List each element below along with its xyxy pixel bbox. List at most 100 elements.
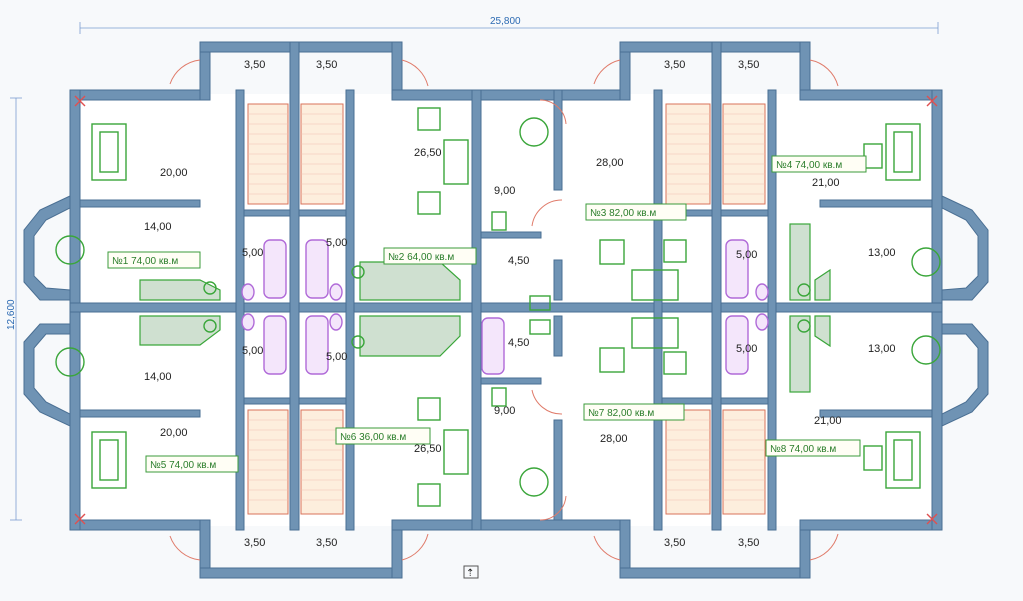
door-swing (169, 59, 201, 85)
apartment-label: №3 82,00 кв.м (590, 208, 656, 219)
sink-icon (203, 281, 217, 295)
door-swing (809, 533, 839, 561)
armchair-icon (417, 191, 441, 215)
armchair-icon (599, 239, 625, 265)
sofa-icon (91, 431, 127, 489)
room-area-label: 5,00 (736, 249, 757, 261)
porch-area-label: 3,50 (244, 537, 265, 549)
sofa-icon (893, 131, 913, 173)
sink-icon (351, 265, 365, 279)
overall-height-label: 12,600 (6, 299, 17, 330)
sink-icon (351, 335, 365, 349)
bathtub-icon (263, 315, 287, 375)
apartment-label: №5 74,00 кв.м (150, 460, 216, 471)
porch-area-label: 3,50 (316, 59, 337, 71)
apartment-label: №6 36,00 кв.м (340, 432, 406, 443)
room-area-label: 20,00 (160, 427, 188, 439)
bathroom-fixtures (241, 239, 769, 375)
door-swing (401, 59, 429, 87)
porch-area-label: 3,50 (738, 59, 759, 71)
armchair-icon (417, 397, 441, 421)
sofa-icon (91, 123, 127, 181)
porch-labels: 3,50 3,50 3,50 3,50 3,50 3,50 3,50 3,50 (244, 59, 759, 549)
room-area-label: 4,50 (508, 255, 529, 267)
door-swing (531, 199, 563, 227)
dining-table-icon (55, 347, 85, 377)
toilet-icon (241, 283, 255, 301)
hall-furniture (139, 223, 831, 393)
door-swing (539, 99, 567, 125)
room-area-label: 26,50 (414, 147, 442, 159)
interior-walls (69, 41, 943, 531)
sofa-icon (885, 123, 921, 181)
bathtub-icon (725, 239, 749, 299)
armchair-icon (599, 347, 625, 373)
overall-height-dimension: 12,600 (6, 97, 22, 521)
door-swing (593, 59, 621, 85)
bathtub-icon (305, 239, 329, 299)
room-area-label: 20,00 (160, 167, 188, 179)
porch-area-label: 3,50 (664, 537, 685, 549)
staircase (722, 409, 766, 515)
sofa-icon (885, 431, 921, 489)
room-area-label: 28,00 (600, 433, 628, 445)
overall-width-label: 25,800 (490, 16, 521, 27)
sofa-icon (893, 439, 913, 481)
toilet-icon (755, 283, 769, 301)
dining-table-icon (55, 235, 85, 265)
room-area-label: 14,00 (144, 371, 172, 383)
porch-area-label: 3,50 (664, 59, 685, 71)
door-swing (401, 533, 429, 561)
bathtub-icon (305, 315, 329, 375)
dining-table-icon (519, 467, 549, 497)
staircase (247, 409, 289, 515)
sofa-icon (99, 439, 119, 481)
sink-icon (797, 283, 811, 297)
toilet-icon (755, 313, 769, 331)
room-area-label: 14,00 (144, 221, 172, 233)
washbasin-icon (529, 295, 551, 311)
porch-area-label: 3,50 (316, 537, 337, 549)
dining-table-icon (911, 247, 941, 277)
apartment-label: №8 74,00 кв.м (770, 444, 836, 455)
room-area-label: 5,00 (242, 247, 263, 259)
room-area-label: 28,00 (596, 157, 624, 169)
toilet-icon (329, 283, 343, 301)
room-area-label: 5,00 (736, 343, 757, 355)
armchair-icon (417, 107, 441, 131)
overall-width-dimension: 25,800 (79, 16, 939, 34)
corner-marks (74, 95, 938, 525)
staircase (665, 409, 711, 515)
toilet-icon (329, 313, 343, 331)
sofa-icon (99, 131, 119, 173)
door-swing (593, 535, 621, 561)
room-area-labels: 20,00 14,00 14,00 20,00 5,00 5,00 5,00 5… (144, 147, 896, 455)
room-area-label: 26,50 (414, 443, 442, 455)
armchair-icon (863, 445, 883, 471)
door-swing (169, 535, 201, 561)
sofa-icon (443, 139, 469, 185)
apartment-label: №1 74,00 кв.м (112, 256, 178, 267)
dining-table-icon (911, 335, 941, 365)
door-swing (809, 59, 839, 87)
north-arrow-icon: ⇡ (466, 568, 474, 579)
dining-table-icon (519, 117, 549, 147)
room-area-label: 5,00 (326, 351, 347, 363)
apartment-labels: №1 74,00 кв.м №2 64,00 кв.м №3 82,00 кв.… (107, 155, 867, 473)
north-marker: ⇡ (463, 565, 479, 579)
doors (169, 59, 839, 561)
apartment-label: №7 82,00 кв.м (588, 408, 654, 419)
bathtub-icon (725, 315, 749, 375)
room-area-label: 4,50 (508, 337, 529, 349)
door-swing (539, 495, 567, 521)
apartment-label: №2 64,00 кв.м (388, 252, 454, 263)
stairs (247, 103, 766, 515)
apartment-label: №4 74,00 кв.м (776, 160, 842, 171)
porch-area-label: 3,50 (738, 537, 759, 549)
armchair-icon (663, 239, 687, 263)
porch-area-label: 3,50 (244, 59, 265, 71)
sink-icon (491, 387, 507, 407)
sofa-icon (631, 317, 679, 349)
bathtub-icon (263, 239, 287, 299)
